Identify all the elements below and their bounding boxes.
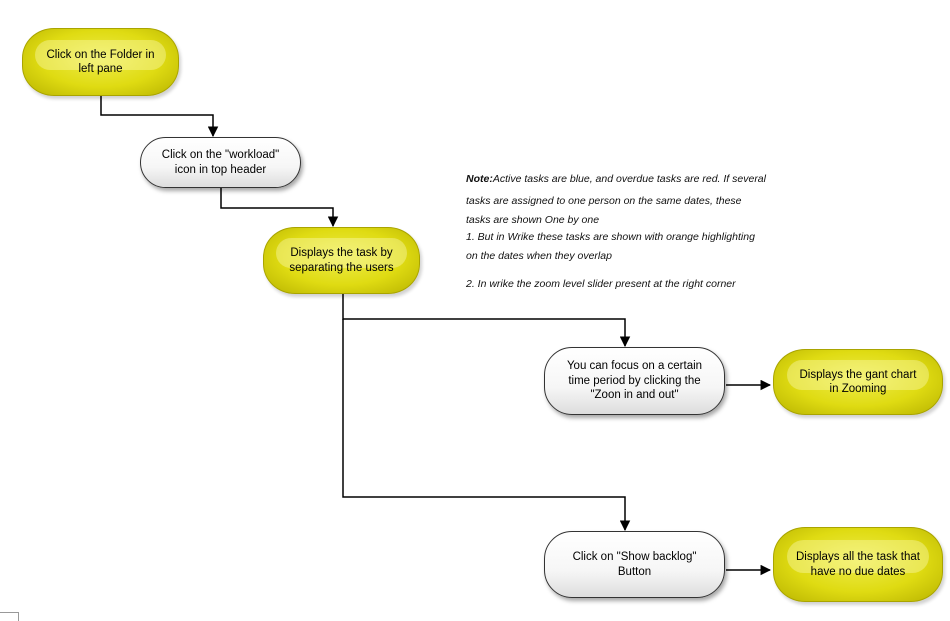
canvas-corner-mark — [0, 612, 19, 621]
step-click-workload-icon: Click on the "workload" icon in top head… — [140, 137, 301, 188]
connector-folder-to-workload — [100, 96, 219, 138]
step-click-workload-icon-label: Click on the "workload" icon in top head… — [161, 149, 280, 176]
connector-displays-to-backlog — [342, 319, 631, 532]
step-focus-time-period-label: You can focus on a certain time period b… — [566, 360, 703, 402]
note-line-3: tasks are shown One by one — [466, 214, 600, 226]
note-label: Note: — [466, 173, 493, 185]
step-displays-no-due-tasks-label: Displays all the task that have no due d… — [795, 551, 920, 578]
step-click-folder: Click on the Folder in left pane — [22, 28, 179, 96]
note-annotation: Note:Active tasks are blue, and overdue … — [466, 168, 806, 293]
connector-workload-to-displays — [220, 188, 339, 228]
step-click-show-backlog-label: Click on "Show backlog" Button — [572, 551, 697, 578]
step-click-show-backlog: Click on "Show backlog" Button — [544, 531, 725, 598]
connector-displays-to-focus — [342, 294, 631, 348]
note-line-4: 1. But in Wrike these tasks are shown wi… — [466, 231, 755, 243]
note-line-2: tasks are assigned to one person on the … — [466, 195, 742, 207]
step-displays-gant-chart: Displays the gant chart in Zooming — [773, 349, 943, 415]
note-line-6: 2. In wrike the zoom level slider presen… — [466, 278, 736, 290]
step-displays-no-due-tasks: Displays all the task that have no due d… — [773, 527, 943, 602]
step-displays-gant-chart-label: Displays the gant chart in Zooming — [799, 368, 917, 395]
step-click-folder-label: Click on the Folder in left pane — [46, 48, 155, 75]
step-displays-task: Displays the task by separating the user… — [263, 227, 420, 294]
step-displays-task-label: Displays the task by separating the user… — [289, 247, 394, 274]
note-line-5: on the dates when they overlap — [466, 250, 612, 262]
note-line-1: Active tasks are blue, and overdue tasks… — [492, 173, 766, 185]
step-focus-time-period: You can focus on a certain time period b… — [544, 347, 725, 415]
